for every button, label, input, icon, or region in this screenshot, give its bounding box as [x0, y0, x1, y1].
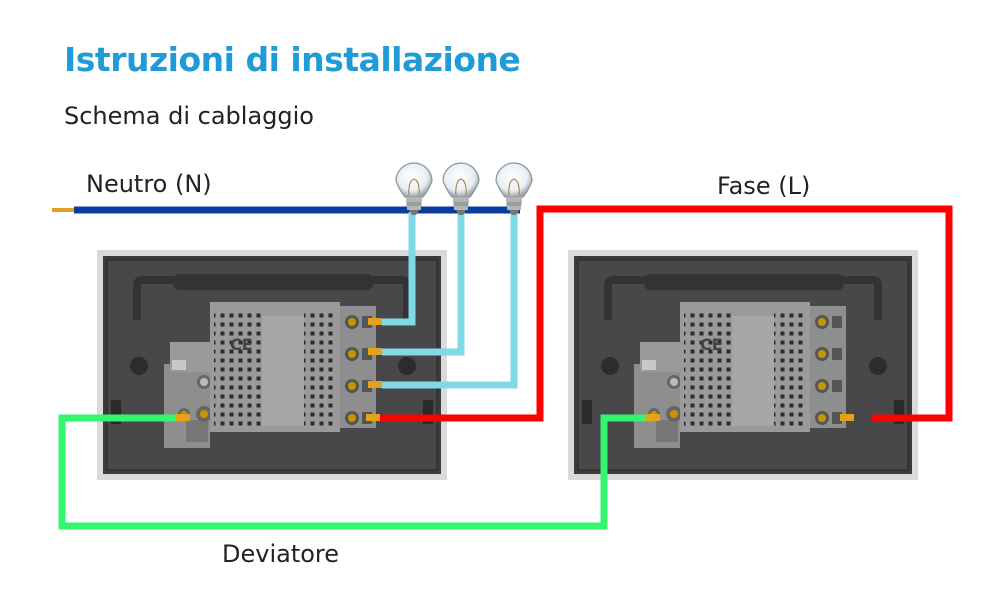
- page-title: Istruzioni di installazione: [64, 40, 521, 79]
- phase-wire-label: Fase (L): [717, 172, 811, 200]
- traveler-wire-label: Deviatore: [222, 540, 340, 568]
- phase-wire: [376, 205, 953, 422]
- load-wires: [382, 212, 518, 389]
- terminal-tips: [176, 318, 854, 421]
- diagram-subtitle: Schema di cablaggio: [64, 102, 314, 130]
- traveler-wire: [58, 414, 652, 530]
- neutral-wire-label: Neutro (N): [86, 170, 212, 198]
